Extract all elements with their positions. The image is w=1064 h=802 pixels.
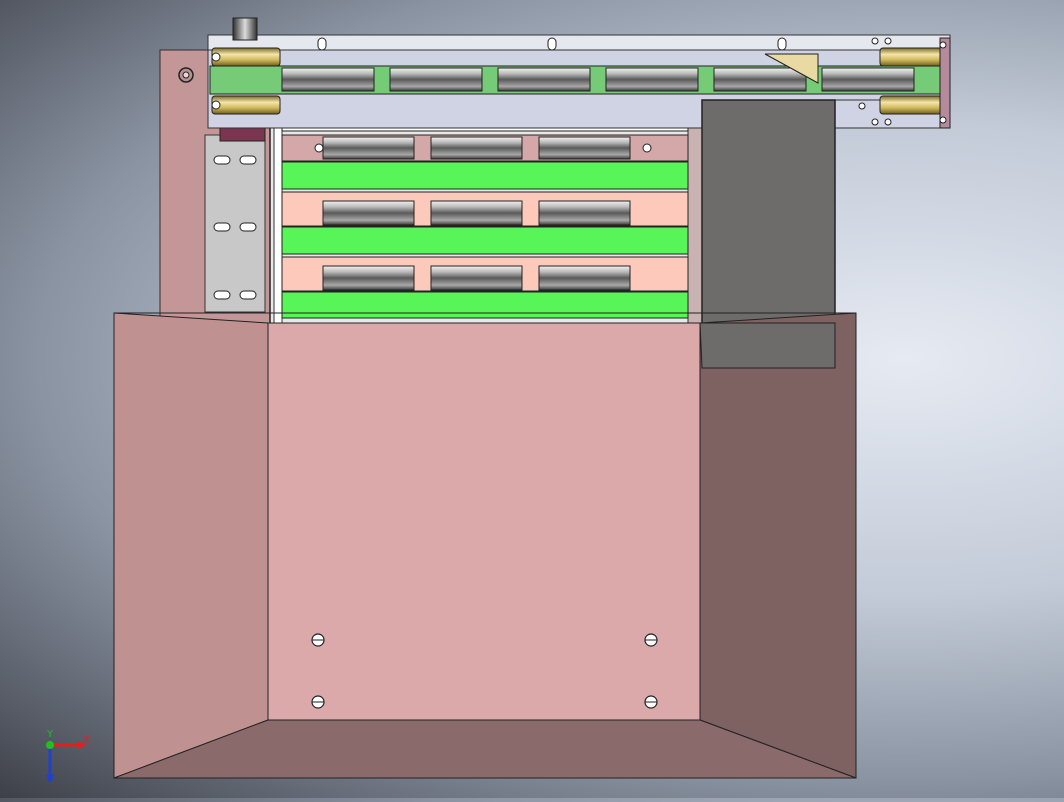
- triad-z-label: Z: [47, 773, 54, 784]
- motor-body: [219, 126, 266, 142]
- roller: [430, 200, 523, 226]
- green-belt-3: [281, 291, 689, 319]
- oval-slot-icon: [317, 37, 787, 51]
- hopper-right-wall: [699, 312, 857, 779]
- hopper-back-panel: [267, 322, 701, 721]
- roller: [713, 67, 807, 92]
- knob: [232, 17, 258, 41]
- roller: [322, 136, 415, 160]
- green-belt-1: [281, 161, 689, 190]
- roller: [281, 67, 375, 92]
- roller: [538, 265, 631, 291]
- roller: [605, 67, 699, 92]
- roller: [430, 136, 523, 160]
- hopper-left-wall: [113, 312, 269, 779]
- roller: [538, 136, 631, 160]
- roller: [322, 200, 415, 226]
- roller: [821, 67, 915, 92]
- deflector-plate: [764, 53, 819, 84]
- roller: [430, 265, 523, 291]
- roller: [497, 67, 591, 92]
- xyz-axis-triad-icon: X Y Z: [38, 730, 98, 785]
- roller: [538, 200, 631, 226]
- triad-x-label: X: [83, 735, 90, 746]
- green-belt-2: [281, 226, 689, 255]
- roller: [322, 265, 415, 291]
- oval-slot-icon: [213, 155, 257, 300]
- roller: [389, 67, 483, 92]
- triad-y-label: Y: [47, 729, 54, 740]
